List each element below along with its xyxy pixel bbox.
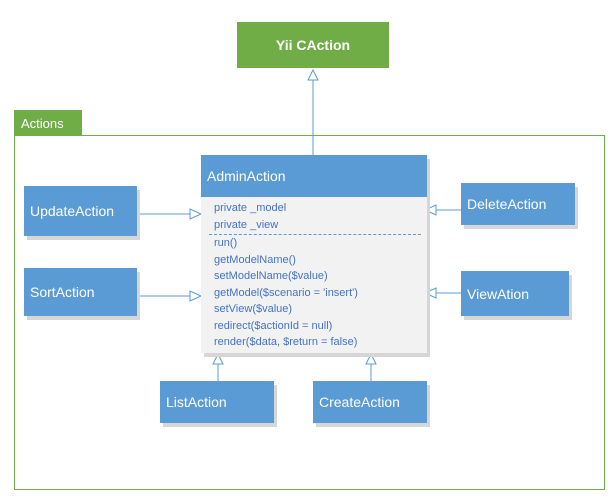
view-action-box: ViewAtion xyxy=(461,271,569,316)
section-divider xyxy=(209,234,421,235)
admin-action-class: AdminAction private _model private _view… xyxy=(201,155,427,353)
method-item: getModelName() xyxy=(214,253,296,266)
method-item: setView($value) xyxy=(214,303,293,315)
admin-action-body: private _model private _view run() getMo… xyxy=(201,197,427,353)
attribute-item: private _model xyxy=(214,202,287,214)
methods-section: run() getModelName() setModelName($value… xyxy=(214,235,358,351)
create-action-box: CreateAction xyxy=(313,381,427,423)
package-label: Actions xyxy=(21,115,64,131)
method-item: run() xyxy=(214,237,238,249)
delete-action-box: DeleteAction xyxy=(461,183,575,225)
view-arrowhead xyxy=(423,287,437,299)
create-arrowhead xyxy=(365,352,377,365)
parent-class-box: Yii CAction xyxy=(237,22,389,68)
admin-action-header: AdminAction xyxy=(201,155,427,197)
actions-package-frame xyxy=(14,135,605,490)
attributes-section: private _model private _view xyxy=(214,200,286,233)
sort-action-name: SortAction xyxy=(30,284,95,300)
delete-arrowhead xyxy=(423,204,437,216)
method-item: redirect($actionId = null) xyxy=(214,319,333,332)
method-item: getModel($scenario = 'insert') xyxy=(214,286,358,299)
list-action-name: ListAction xyxy=(166,394,227,410)
admin-action-name: AdminAction xyxy=(207,168,286,184)
update-arrowhead xyxy=(189,208,203,220)
view-action-name: ViewAtion xyxy=(467,285,530,302)
actions-package-tab: Actions xyxy=(14,110,82,136)
method-item: setModelName($value) xyxy=(214,270,328,282)
sort-arrowhead xyxy=(189,290,203,302)
sort-action-box: SortAction xyxy=(24,268,137,316)
list-arrowhead xyxy=(212,352,224,365)
admin-to-parent-arrowhead xyxy=(307,68,319,81)
method-item: render($data, $return = false) xyxy=(214,336,358,348)
update-action-box: UpdateAction xyxy=(24,186,137,236)
list-action-box: ListAction xyxy=(160,381,274,423)
create-action-name: CreateAction xyxy=(319,394,400,410)
delete-action-name: DeleteAction xyxy=(467,196,547,212)
update-action-name: UpdateAction xyxy=(30,203,115,219)
parent-class-name: Yii CAction xyxy=(275,37,351,53)
attribute-item: private _view xyxy=(214,218,279,231)
